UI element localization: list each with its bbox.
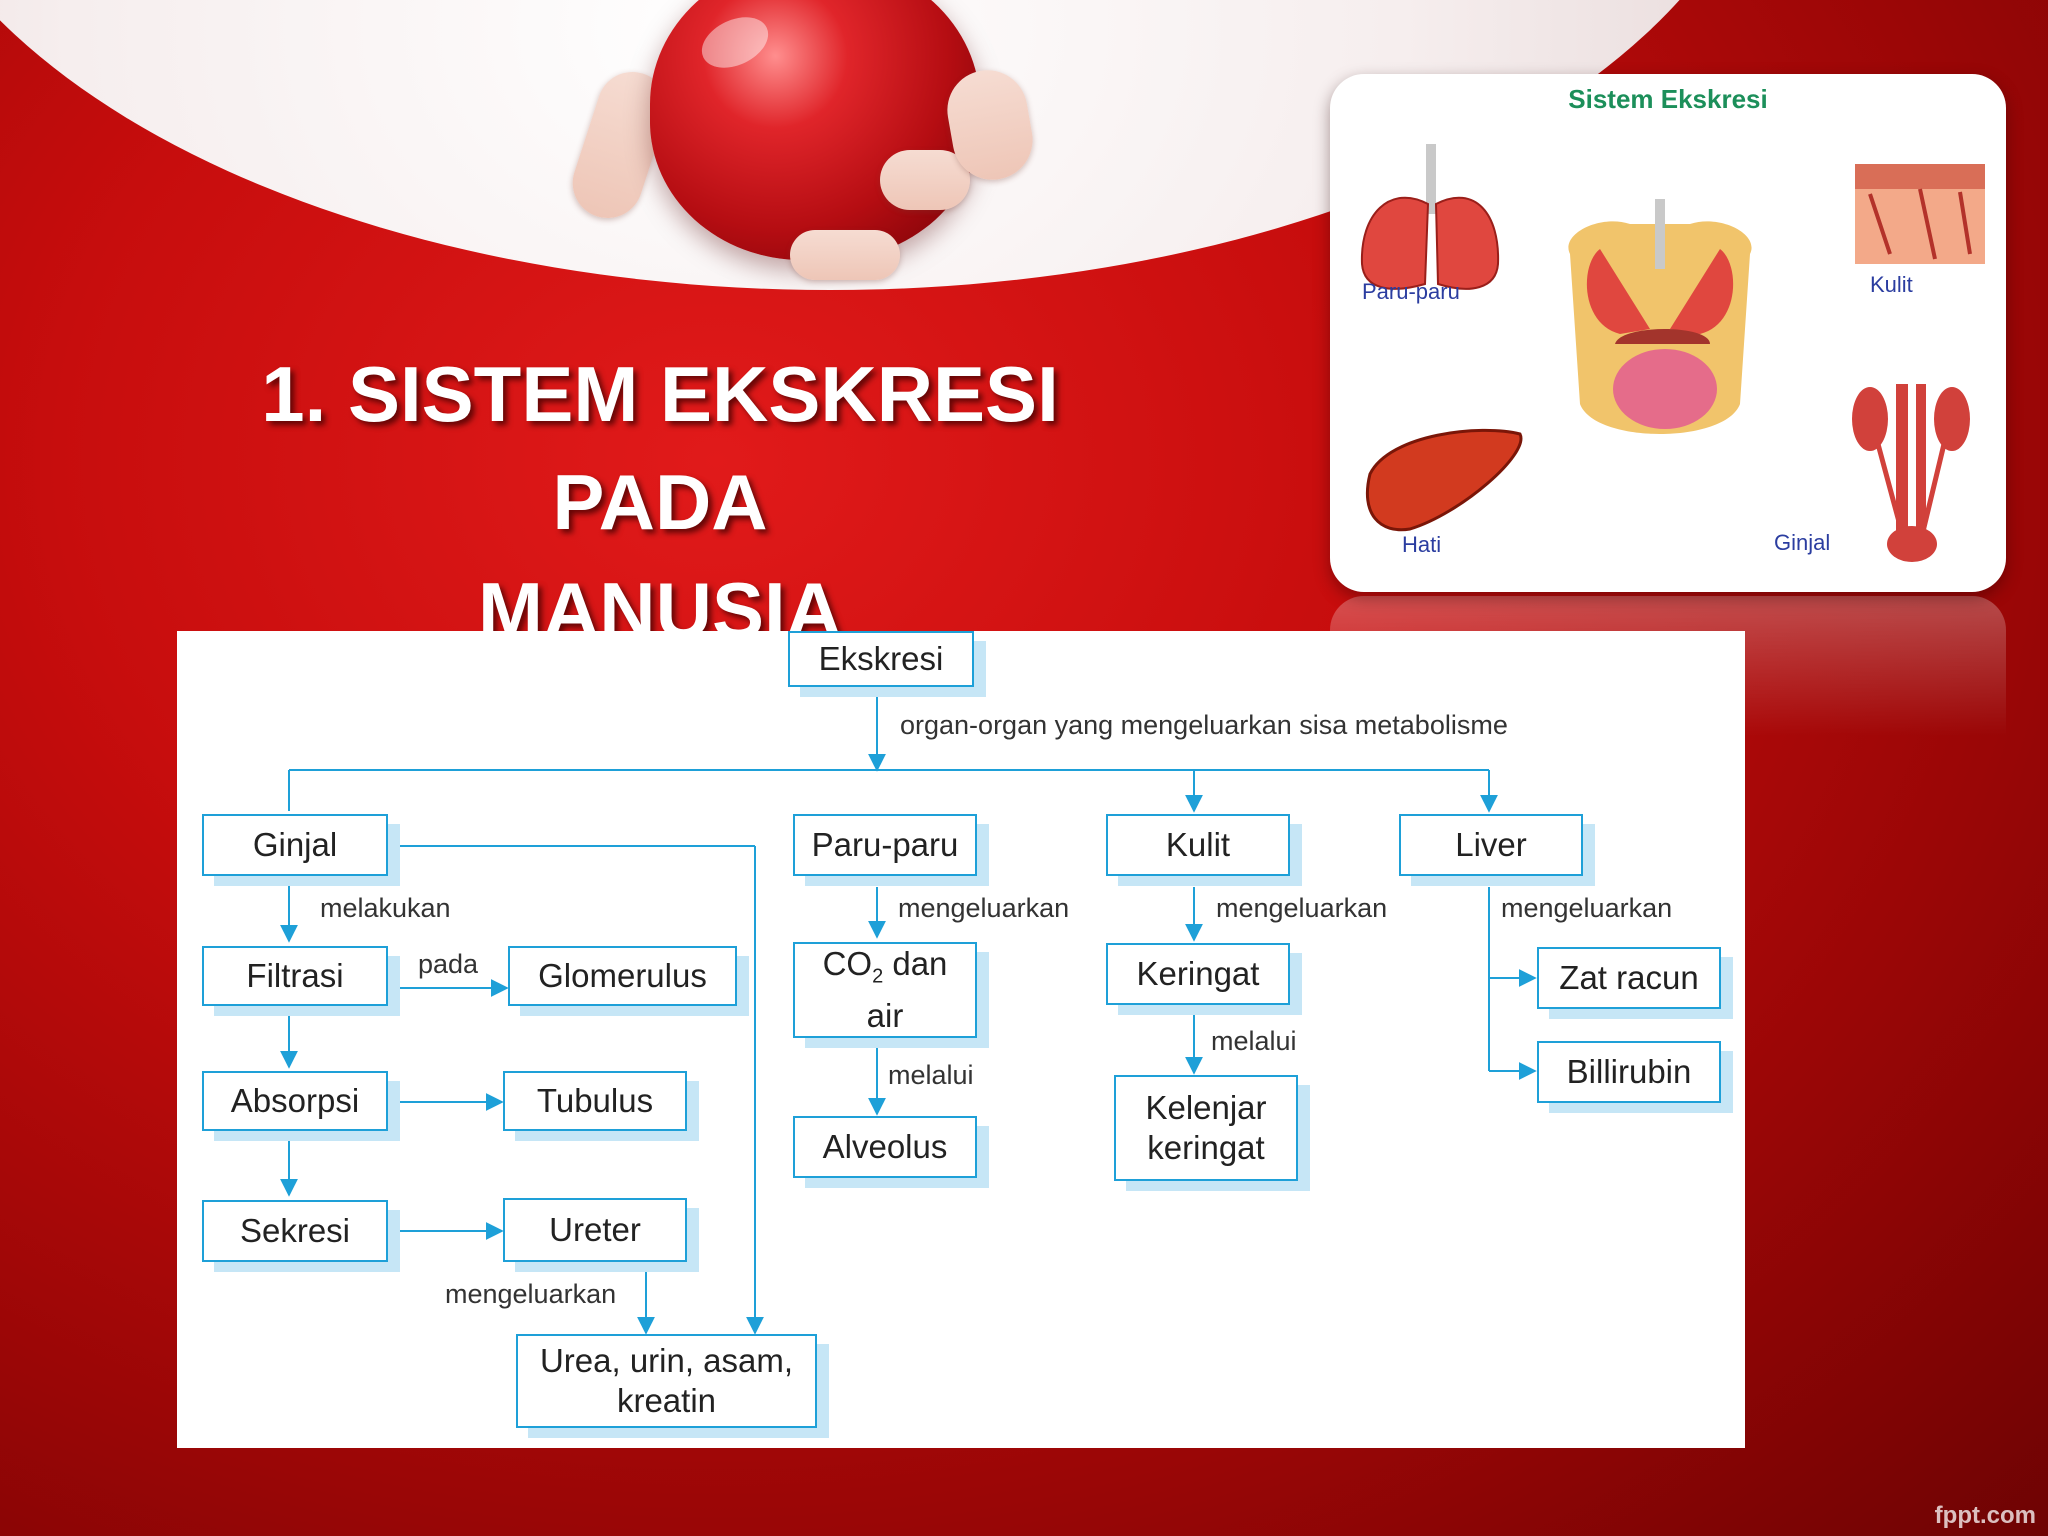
node-zat-racun: Zat racun: [1537, 947, 1721, 1009]
finger-shape: [790, 230, 900, 280]
node-co2-air: CO2 dan air: [793, 942, 977, 1038]
co2-text: CO: [822, 944, 873, 982]
slide-title: 1. SISTEM EKSKRESI PADA MANUSIA: [150, 340, 1170, 664]
connector-lines: [280, 686, 1537, 1335]
co2-subscript: 2: [872, 965, 884, 988]
excretion-concept-map: Ekskresi organ-organ yang mengeluarkan s…: [177, 631, 1745, 1448]
edge-label-pada: pada: [418, 949, 479, 979]
node-absorpsi: Absorpsi: [202, 1071, 388, 1131]
edge-label-mengeluarkan-kulit: mengeluarkan: [1216, 893, 1388, 923]
node-glomerulus: Glomerulus: [508, 946, 737, 1006]
label-lungs: Paru-paru: [1362, 279, 1460, 304]
node-kelenjar-keringat: Kelenjar keringat: [1114, 1075, 1298, 1181]
finger-shape: [880, 150, 970, 210]
node-tubulus: Tubulus: [503, 1071, 687, 1131]
edge-label-organ-organ: organ-organ yang mengeluarkan sisa metab…: [900, 710, 1508, 740]
node-ureter: Ureter: [503, 1198, 687, 1262]
excretory-system-picture: Sistem Ekskresi: [1330, 74, 2006, 592]
label-kidney: Ginjal: [1774, 530, 1831, 555]
node-urea-line-1: Urea, urin, asam,: [539, 1342, 794, 1379]
node-co2-line-2: air: [866, 997, 904, 1035]
node-kelenjar-line-2: keringat: [1147, 1129, 1265, 1166]
node-co2-line-1: CO2 dan: [823, 944, 948, 997]
label-skin: Kulit: [1870, 272, 1913, 297]
node-liver: Liver: [1399, 814, 1583, 876]
node-ekskresi: Ekskresi: [788, 631, 974, 687]
lungs-icon: [1360, 144, 1500, 290]
organ-illustrations: [1360, 144, 1985, 562]
slide-title-line-1: 1. SISTEM EKSKRESI PADA: [261, 350, 1059, 546]
edge-label-mengeluarkan-paru: mengeluarkan: [898, 893, 1070, 923]
node-urea-line-2: kreatin: [616, 1382, 717, 1419]
footer-brand: fppt.com: [1934, 1502, 2036, 1529]
apple-illustration: [650, 0, 980, 260]
node-filtrasi: Filtrasi: [202, 946, 388, 1006]
picture-title: Sistem Ekskresi: [1568, 84, 1768, 114]
skin-icon: [1855, 164, 1985, 264]
edge-label-mengeluarkan-liver: mengeluarkan: [1501, 893, 1673, 923]
node-urea: Urea, urin, asam, kreatin: [516, 1334, 817, 1428]
node-sekresi: Sekresi: [202, 1200, 388, 1262]
kidney-icon: [1852, 384, 1970, 562]
node-billirubin: Billirubin: [1537, 1041, 1721, 1103]
torso-icon: [1568, 199, 1752, 434]
node-keringat: Keringat: [1106, 943, 1290, 1005]
edge-label-melalui-kulit: melalui: [1211, 1026, 1297, 1056]
edge-label-mengeluarkan-ureter: mengeluarkan: [445, 1279, 617, 1309]
liver-icon: [1365, 428, 1523, 532]
node-ginjal: Ginjal: [202, 814, 388, 876]
co2-dan-text: dan: [883, 944, 948, 982]
node-paru-paru: Paru-paru: [793, 814, 977, 876]
node-alveolus: Alveolus: [793, 1116, 977, 1178]
node-kelenjar-line-1: Kelenjar: [1145, 1089, 1267, 1126]
edge-label-melakukan: melakukan: [320, 893, 451, 923]
edge-label-melalui-paru: melalui: [888, 1060, 974, 1090]
label-liver: Hati: [1402, 532, 1442, 557]
node-kulit: Kulit: [1106, 814, 1290, 876]
